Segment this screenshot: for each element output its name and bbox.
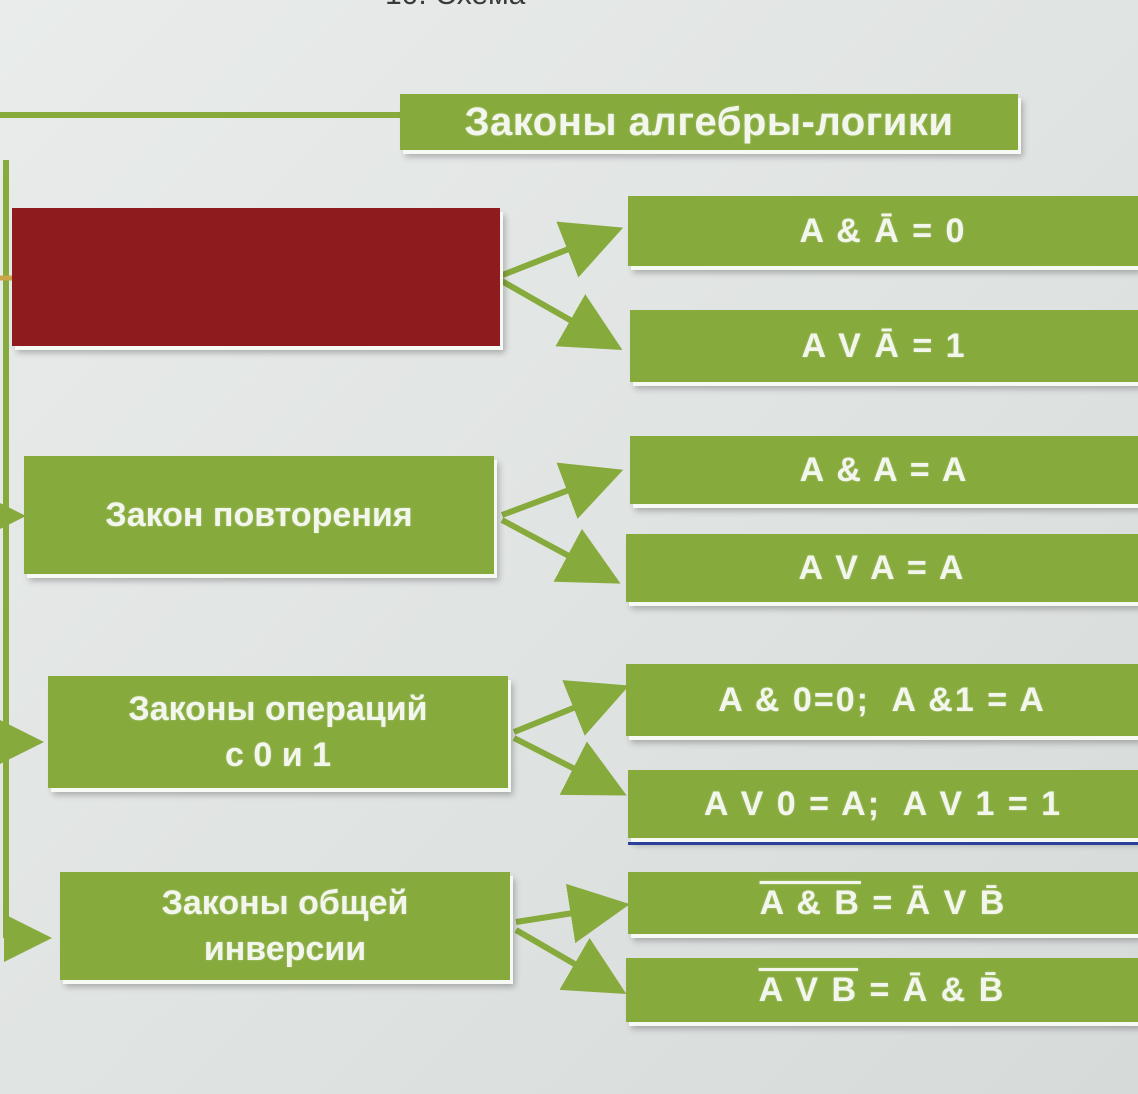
law-3-line-2: с 0 и 1 — [225, 736, 331, 774]
equation-box-2a: A & A = A — [630, 436, 1138, 504]
law-box-3: Законы операций с 0 и 1 — [48, 676, 508, 788]
eq-4a-rhs: = Ā V B̄ — [860, 883, 1007, 922]
equation-box-4a: A & B = Ā V B̄ — [628, 872, 1138, 934]
arrow-law4-eq2 — [514, 927, 627, 995]
law-3-line-1: Законы операций — [128, 690, 428, 728]
eq-4b-rhs: = Ā & B̄ — [858, 970, 1006, 1009]
arrow-law3-eq1 — [512, 680, 630, 736]
arrow-law1-eq1 — [498, 221, 624, 279]
eq-1b-part-2: Ā — [874, 326, 901, 365]
eq-4b-lhs: A V B — [758, 970, 859, 1009]
eq-1a-part-3: = 0 — [900, 211, 967, 250]
arrow-law1-eq2 — [498, 277, 623, 350]
law-4-line-2: инверсии — [203, 930, 367, 968]
law-4-line-1: Законы общей — [161, 884, 409, 922]
arrow-law2-eq1 — [500, 462, 624, 519]
eq-1b-part-3: = 1 — [900, 326, 967, 365]
equation-box-4b: A V B = Ā & B̄ — [626, 958, 1138, 1022]
eq-2b-text: A V A = A — [798, 548, 966, 587]
arrow-law2-eq2 — [500, 517, 621, 584]
eq-1a-part-2: Ā — [874, 211, 901, 250]
header-caption: 10. Схема — [385, 0, 525, 12]
law-box-4: Законы общей инверсии — [60, 872, 510, 980]
accent-underline — [628, 842, 1138, 845]
law-box-2: Закон повторения — [24, 456, 494, 574]
equation-box-2b: A V A = A — [626, 534, 1138, 602]
equation-box-1b: A V Ā = 1 — [630, 310, 1138, 382]
arrow-law3-eq2 — [512, 735, 627, 796]
eq-2a-text: A & A = A — [799, 450, 969, 489]
eq-3a-text: A & 0=0; A &1 = A — [718, 680, 1046, 719]
eq-1a-part-1: A & — [799, 211, 875, 250]
law-box-1 — [12, 208, 500, 346]
diagram-title: Законы алгебры-логики — [400, 94, 1018, 150]
equation-box-3b: A V 0 = A; A V 1 = 1 — [628, 770, 1138, 838]
eq-4a-lhs: A & B — [759, 883, 861, 922]
arrow-law4-eq1 — [515, 883, 630, 944]
equation-box-1a: A & Ā = 0 — [628, 196, 1138, 266]
eq-3b-text: A V 0 = A; A V 1 = 1 — [703, 784, 1063, 823]
eq-1b-part-1: A V — [801, 326, 875, 365]
equation-box-3a: A & 0=0; A &1 = A — [626, 664, 1138, 736]
